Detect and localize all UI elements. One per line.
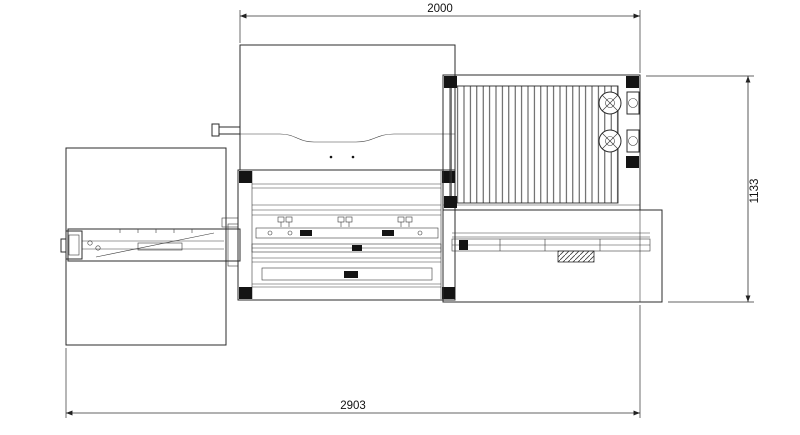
carriage-rail-upper <box>255 227 439 239</box>
dim-bottom-label: 2903 <box>340 400 366 412</box>
right-grate-unit <box>442 74 641 211</box>
pulley-bottom <box>598 129 622 153</box>
center-unit <box>237 169 456 301</box>
arm-end-pin <box>60 238 67 253</box>
dimension-right: 1133 <box>646 75 761 303</box>
dim-top-label: 2000 <box>427 3 453 15</box>
lower-tray <box>442 209 663 303</box>
corner-block <box>444 196 457 208</box>
tray-hatched-block <box>557 250 595 263</box>
dimension-bottom: 2903 <box>65 305 641 418</box>
arm-bracket <box>221 217 239 228</box>
carriage-rail-lower <box>261 267 433 281</box>
corner-block <box>239 287 252 299</box>
dim-right-label: 1133 <box>749 179 761 204</box>
pulley-top <box>598 91 622 115</box>
corner-block <box>626 76 639 88</box>
feed-arm <box>60 217 241 267</box>
corner-block <box>442 287 455 299</box>
left-table-outline <box>65 147 227 346</box>
side-roller-bottom <box>626 129 640 153</box>
top-cover <box>211 44 456 171</box>
corner-block <box>444 76 457 88</box>
grate-slats <box>449 85 619 204</box>
dimension-top: 2000 <box>239 3 641 73</box>
corner-block <box>626 156 639 168</box>
arm-junction-plate <box>227 223 239 267</box>
cover-nozzle-cap <box>211 123 220 137</box>
side-roller-top <box>626 91 640 115</box>
corner-block <box>239 171 252 183</box>
clamp-row <box>277 216 413 227</box>
cover-nozzle <box>218 126 241 135</box>
